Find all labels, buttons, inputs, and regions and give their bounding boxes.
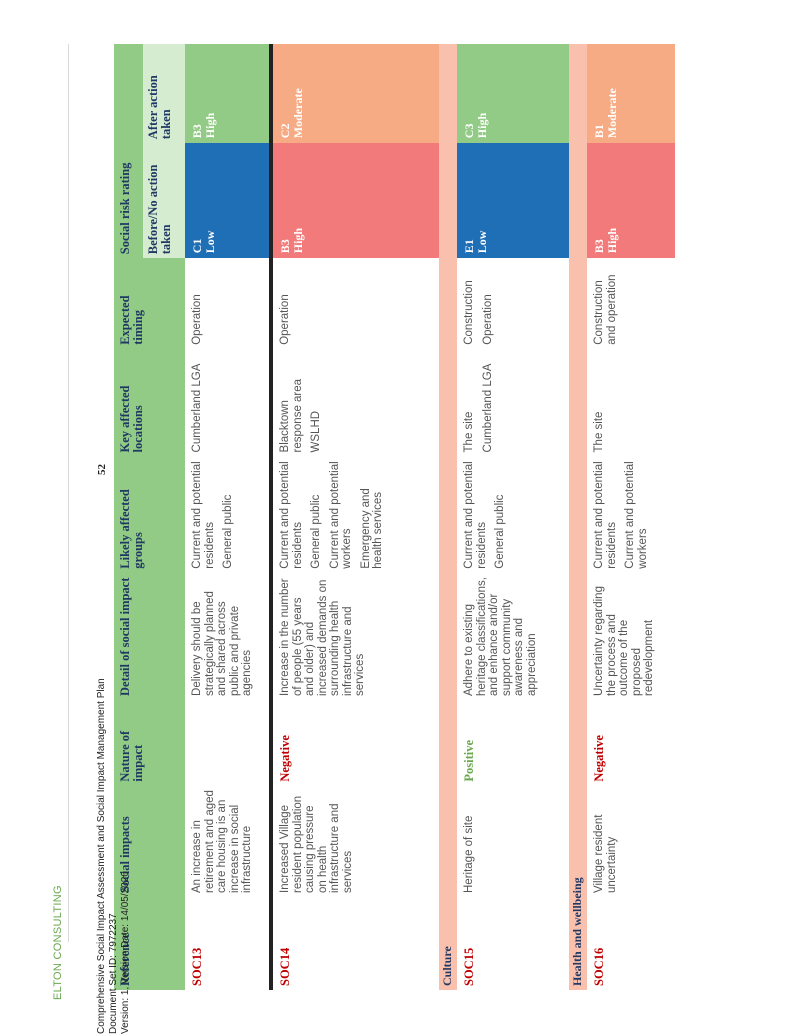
row-locations: The site Cumberland LGA (457, 349, 569, 457)
rating-after: B1 Moderate (587, 44, 675, 144)
group-item: Current and potential workers (328, 461, 354, 569)
row-detail: Adhere to existing heritage classificati… (463, 577, 538, 696)
group-item: Current and potential residents (463, 461, 488, 569)
table-row-soc13: SOC13 An increase in retirement and aged… (185, 44, 271, 990)
header-risk-rating: Social risk rating (114, 44, 143, 259)
row-reference: SOC14 (271, 897, 439, 990)
rating-after: C2 Moderate (271, 44, 439, 144)
row-groups: Current and potential residents General … (457, 456, 569, 572)
row-timing: Operation (271, 258, 439, 349)
rating-level: Low (475, 230, 489, 254)
header-locations: Key affected locations (114, 348, 185, 457)
group-item: Current and potential residents (593, 461, 618, 569)
row-locations: The site (587, 349, 675, 457)
group-item: Current and potential residents (191, 461, 216, 569)
footer-doc-set: Document Set ID: 7972237 (108, 913, 119, 1034)
rating-level: Moderate (605, 88, 619, 139)
row-nature (185, 700, 271, 786)
row-nature: Positive (462, 739, 476, 782)
rating-before: E1 Low (457, 143, 569, 259)
row-reference: SOC13 (190, 947, 204, 986)
rating-level: Moderate (291, 88, 305, 139)
row-groups: Current and potential residents General … (185, 456, 271, 572)
group-item: General public (494, 494, 506, 569)
row-timing: Operation (185, 258, 271, 349)
timing-item: Construction (463, 280, 475, 345)
category-label: Culture (439, 44, 457, 990)
timing-item: Construction and operation (593, 274, 618, 345)
location-item: The site (463, 411, 475, 453)
rating-before: B3 High (587, 143, 675, 259)
row-reference: SOC15 (462, 947, 476, 986)
timing-item: Operation (191, 294, 203, 345)
rating-before: C1 Low (185, 143, 271, 259)
rating-after: C3 High (457, 44, 569, 144)
header-before: Before/No action taken (143, 143, 185, 259)
category-row-health: Health and wellbeing (569, 44, 587, 990)
category-label: Health and wellbeing (569, 44, 587, 990)
margin-rule (68, 44, 69, 942)
row-impact: Heritage of site (463, 815, 475, 893)
rating-level: High (475, 112, 489, 139)
row-nature: Negative (592, 735, 606, 782)
rating-level: Low (203, 230, 217, 254)
group-item: Emergency and health services (359, 488, 385, 569)
row-locations: Cumberland LGA (185, 349, 271, 457)
location-item: Cumberland LGA (481, 363, 494, 453)
table-row-soc15: SOC15 Heritage of site Positive Adhere t… (457, 44, 569, 990)
row-timing: Construction and operation (587, 258, 675, 349)
category-row-culture: Culture (439, 44, 457, 990)
rating-after: B3 High (185, 44, 271, 144)
row-impact: Village resident uncertainty (593, 814, 618, 893)
group-item: General public (310, 494, 322, 569)
group-item: Current and potential residents (279, 461, 304, 569)
group-item: General public (222, 494, 234, 569)
row-detail: Delivery should be strategically planned… (191, 591, 253, 696)
footer-version: Version: 1, Version Date: 14/05/2020 (120, 871, 131, 1034)
row-groups: Current and potential residents General … (271, 456, 439, 573)
rating-level: High (291, 227, 305, 254)
impact-table-rotated: Reference Social impacts Nature of impac… (114, 44, 694, 990)
row-nature: Negative (271, 699, 439, 786)
rating-level: High (203, 112, 217, 139)
row-detail: Increase in the number of people (55 yea… (271, 572, 439, 700)
group-item: Current and potential workers (624, 461, 649, 569)
row-timing: Construction Operation (457, 258, 569, 349)
header-after: After action taken (143, 44, 185, 144)
rating-level: High (605, 227, 619, 254)
timing-item: Operation (279, 294, 291, 345)
row-groups: Current and potential residents Current … (587, 456, 675, 572)
header-timing: Expected timing (114, 258, 185, 349)
row-reference: SOC16 (592, 947, 606, 986)
page-footer: Comprehensive Social Impact Assessment a… (96, 464, 132, 1034)
table-row-soc14: SOC14 Increased Village resident populat… (271, 44, 439, 990)
brand-name: ELTON CONSULTING (52, 885, 64, 1000)
table-row-soc16: SOC16 Village resident uncertainty Negat… (587, 44, 675, 990)
location-item: The site (593, 411, 605, 453)
row-impact: An increase in retirement and aged care … (191, 790, 253, 893)
social-impact-table: Reference Social impacts Nature of impac… (114, 44, 675, 990)
rating-before: B3 High (271, 143, 439, 259)
footer-doc-title: Comprehensive Social Impact Assessment a… (96, 678, 107, 1034)
location-item: Cumberland LGA (191, 363, 203, 453)
row-locations: Blacktown response area WSLHD (271, 348, 439, 457)
location-item: Blacktown response area (279, 378, 304, 453)
page-number: 52 (96, 464, 108, 475)
timing-item: Operation (481, 294, 494, 345)
row-impact: Increased Village resident population ca… (271, 785, 439, 897)
location-item: WSLHD (310, 410, 322, 453)
row-detail: Uncertainty regarding the process and ou… (593, 586, 655, 696)
